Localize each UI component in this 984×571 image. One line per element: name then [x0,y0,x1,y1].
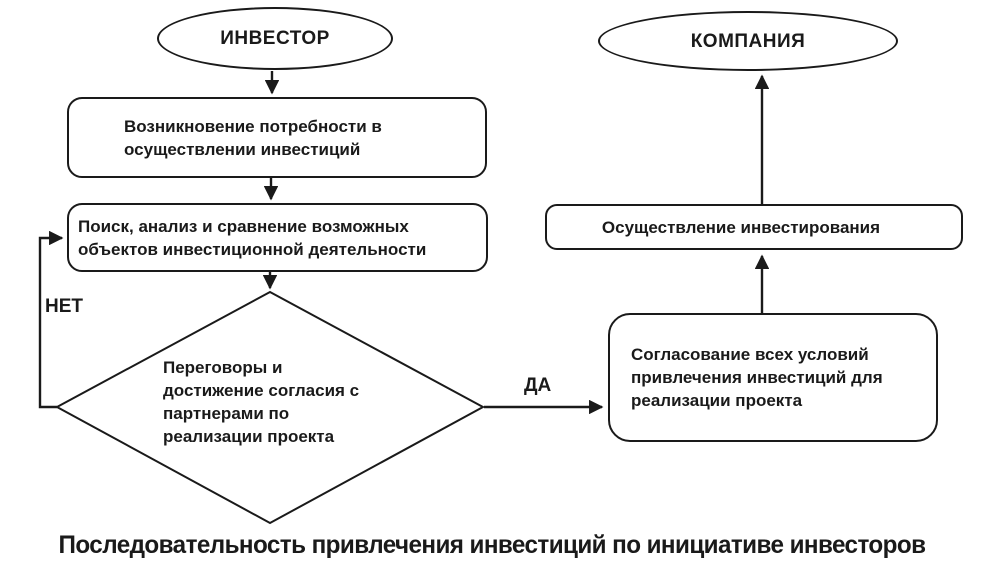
arrow-no-loop [38,230,64,409]
node-need-box: Возникновение потребности в осуществлени… [67,97,487,178]
node-company-ellipse: КОМПАНИЯ [598,11,898,71]
decision-label: Переговоры и достижение согласия с партн… [163,358,360,446]
search-label: Поиск, анализ и сравнение возможных объе… [78,216,427,259]
investor-label: ИНВЕСТОР [220,28,330,49]
decision-diamond-shape [54,290,486,525]
diagram-caption: Последовательность привлечения инвестици… [58,531,926,559]
need-label: Возникновение потребности в осуществлени… [124,116,382,159]
agree-label: Согласование всех условий привлечения ин… [631,345,883,410]
invest-label: Осуществление инвестирования [601,217,881,237]
edge-label-no: НЕТ [45,296,83,317]
node-investor-ellipse: ИНВЕСТОР [157,7,393,70]
edge-label-yes: ДА [524,375,552,396]
company-label: КОМПАНИЯ [690,30,806,52]
node-search-box: Поиск, анализ и сравнение возможных объе… [67,203,488,272]
node-agree-box: Согласование всех условий привлечения ин… [608,313,938,442]
node-invest-box: Осуществление инвестирования [545,204,963,250]
